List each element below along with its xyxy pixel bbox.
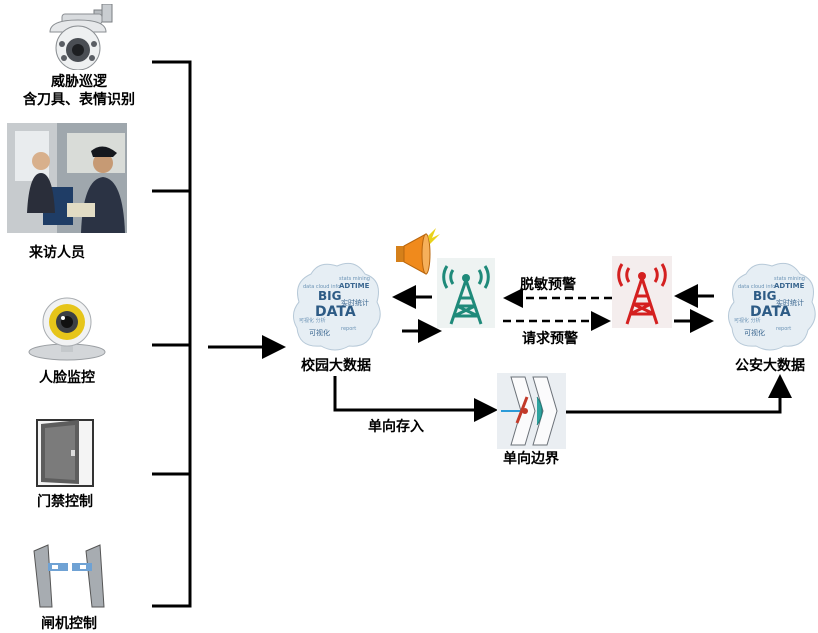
request-alert-label: 请求预警 [522,331,578,347]
svg-text:可视化 分析: 可视化 分析 [734,317,761,324]
camera-dome-label-2: 含刀具、表情识别 [23,92,135,108]
cloud-word-big: BIG [753,289,777,303]
cloud-word-big: BIG [318,289,342,303]
cloud-word-cn1: 实时统计 [341,299,369,307]
boundary-to-police-path [566,374,792,414]
red-tower-icon [612,256,672,328]
cloud-word-data: DATA [315,304,356,320]
cloud-word-adtime: ADTIME [774,282,805,290]
svg-text:可视化 分析: 可视化 分析 [299,317,326,324]
visitor-label: 来访人员 [29,245,85,261]
turnstile-icon [33,544,105,608]
cloud-word-cn1: 实时统计 [776,299,804,307]
face-cam-label: 人脸监控 [39,370,95,386]
svg-text:report: report [776,326,791,332]
desensitized-alert-label: 脱敏预警 [520,277,576,293]
svg-text:stats mining: stats mining [774,276,805,282]
dome-camera-icon [49,4,113,70]
gate-label: 闸机控制 [41,616,97,632]
svg-text:stats mining: stats mining [339,276,370,282]
campus-label: 校园大数据 [301,358,371,374]
door-label: 门禁控制 [37,494,93,510]
speaker-icon [396,228,440,275]
police-big-data-cloud-icon: data cloud info stats mining 可视化 分析 report… [724,258,818,354]
boundary-label: 单向边界 [503,451,559,467]
svg-text:report: report [341,326,356,332]
one-way-boundary-icon [497,373,566,449]
green-tower-icon [437,258,495,328]
campus-big-data-cloud-icon: data cloud info stats mining 可视化 分析 report… [289,258,383,354]
svg-text:data cloud info: data cloud info [738,284,775,290]
svg-text:data cloud info: data cloud info [303,284,340,290]
visitor-photo [7,123,127,233]
one-way-store-label: 单向存入 [368,419,424,435]
cloud-word-data: DATA [750,304,791,320]
device-bracket [152,60,192,608]
cloud-word-cn2: 可视化 [744,329,765,337]
cloud-word-cn2: 可视化 [309,329,330,337]
police-label: 公安大数据 [735,358,805,374]
webcam-icon [28,297,106,361]
cloud-word-adtime: ADTIME [339,282,370,290]
one-way-store-path [333,376,498,422]
door-icon [36,419,94,487]
camera-dome-label-1: 威胁巡逻 [51,74,107,90]
